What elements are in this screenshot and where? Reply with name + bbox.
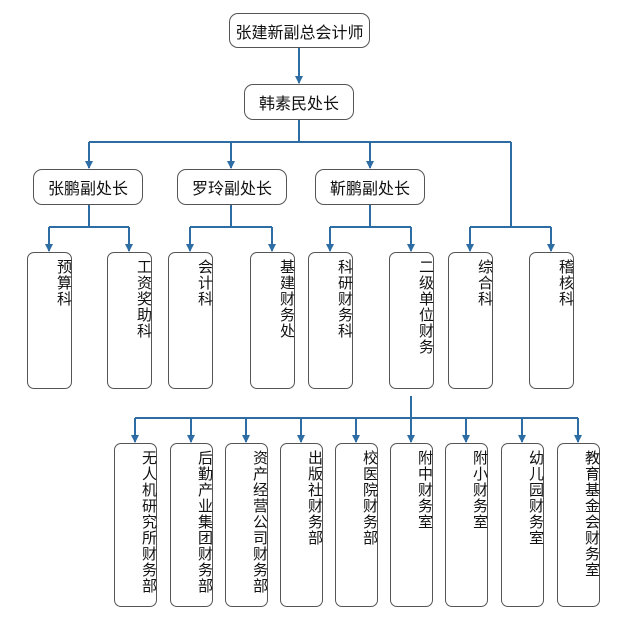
unit-uav-institute: 无人机研究所财务部 bbox=[114, 443, 158, 607]
dept-budget: 预算科 bbox=[27, 252, 73, 389]
unit-education-foundation: 教育基金会财务室 bbox=[557, 443, 601, 607]
node-deputy-jinpeng: 靳鹏副处长 bbox=[315, 169, 425, 205]
unit-hospital: 校医院财务部 bbox=[335, 443, 379, 607]
unit-kindergarten: 幼儿园财务室 bbox=[501, 443, 545, 607]
dept-accounting: 会计科 bbox=[168, 252, 214, 389]
unit-press: 出版社财务部 bbox=[280, 443, 324, 607]
dept-secondary-units: 二级单位财务 bbox=[389, 252, 435, 389]
node-director: 韩素民处长 bbox=[244, 84, 354, 120]
unit-asset-company: 资产经营公司财务部 bbox=[225, 443, 269, 607]
unit-middle-school: 附中财务室 bbox=[390, 443, 434, 607]
node-deputy-luoling: 罗玲副处长 bbox=[177, 169, 287, 205]
unit-logistics-group: 后勤产业集团财务部 bbox=[170, 443, 214, 607]
dept-salary-aid: 工资奖助科 bbox=[107, 252, 153, 389]
dept-research-finance: 科研财务科 bbox=[308, 252, 354, 389]
dept-audit: 稽核科 bbox=[529, 252, 575, 389]
top-node-chief-accountant: 张建新副总会计师 bbox=[229, 13, 370, 48]
dept-general: 综合科 bbox=[448, 252, 494, 389]
unit-primary-school: 附小财务室 bbox=[445, 443, 489, 607]
dept-infrastructure-finance: 基建财务处 bbox=[250, 252, 296, 389]
node-deputy-zhangpeng: 张鹏副处长 bbox=[33, 169, 143, 205]
